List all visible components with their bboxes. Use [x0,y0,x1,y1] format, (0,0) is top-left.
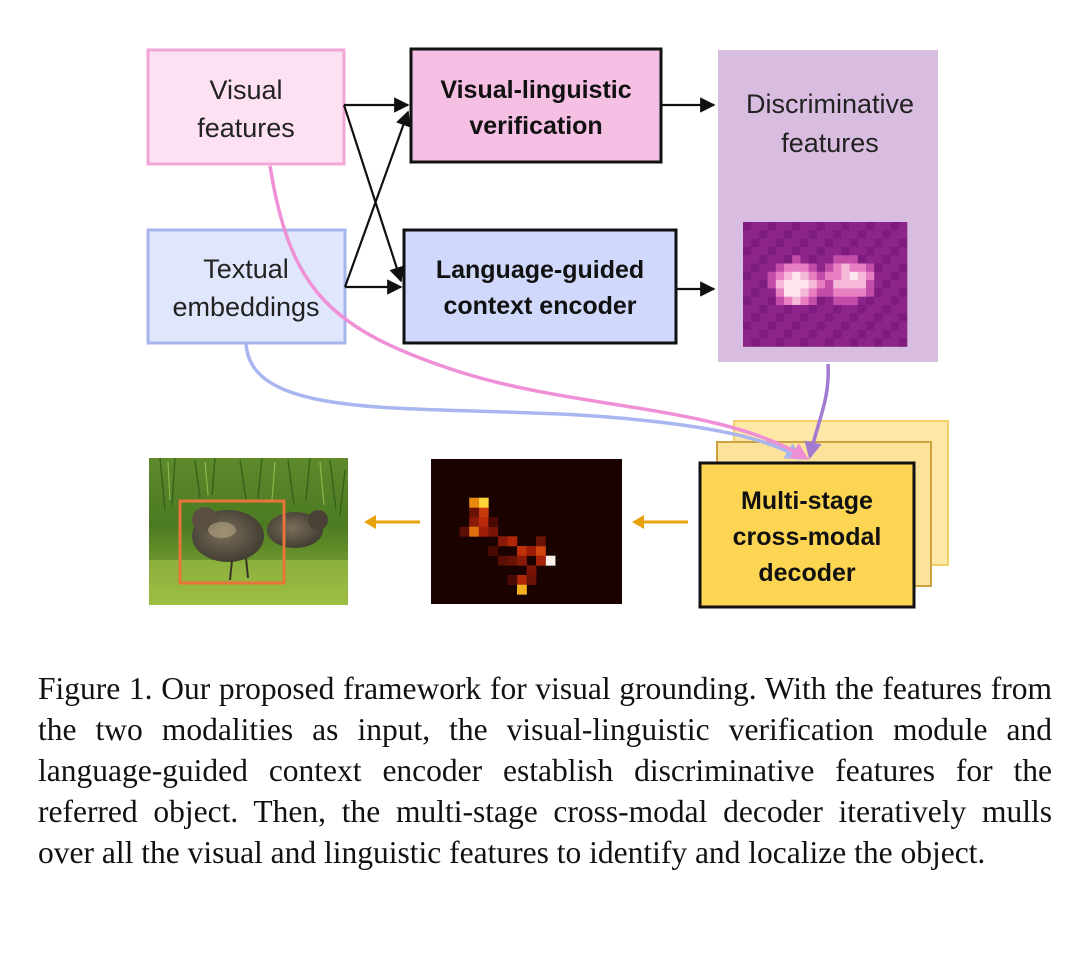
curve-textual-to-decoder [244,342,804,460]
encoder-line1: Language-guided [436,256,644,284]
decoder-line1: Multi-stage [741,487,873,515]
decoder-line2: cross-modal [733,523,882,551]
arrowhead-heatmap-to-photo [364,515,376,529]
visual-features-box [146,48,346,166]
verification-line1: Visual-linguistic [440,76,631,104]
figure-caption: Figure 1. Our proposed framework for vis… [38,671,1052,870]
verification-line2: verification [469,112,602,140]
visual-linguistic-verification-box [409,47,663,164]
visual-features-line1: Visual [209,75,282,105]
multi-stage-decoder-box [698,461,916,609]
curve-discriminative-to-decoder [804,363,830,460]
ducklings-photo [149,457,348,605]
textual-embeddings-box [146,228,347,345]
framework-diagram: Discriminative features Visual features … [146,47,949,609]
arrow-visual-to-encoder [342,104,405,283]
arrow-textual-to-verification [343,110,411,288]
discriminative-label-line2: features [781,128,879,158]
discriminative-heatmap-image [743,222,908,347]
discriminative-label-line1: Discriminative [746,89,914,119]
visual-features-line2: features [197,113,295,143]
arrowhead-decoder-to-heatmap [632,515,644,529]
textual-embeddings-line1: Textual [203,254,289,284]
curve-visual-to-decoder [268,165,809,460]
textual-embeddings-line2: embeddings [172,292,319,322]
language-guided-context-encoder-box [402,228,678,345]
response-heatmap-image [459,497,556,595]
encoder-line2: context encoder [443,292,636,320]
decoder-line3: decoder [758,559,856,587]
